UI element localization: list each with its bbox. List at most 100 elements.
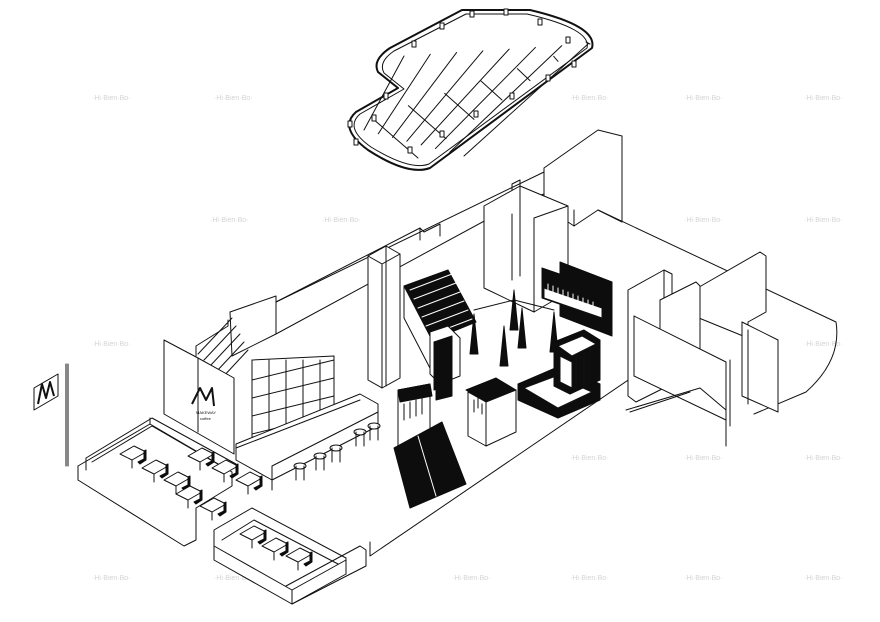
cone-display	[517, 307, 527, 349]
watermark-text: ·Hi·Bien·Bo·	[214, 575, 253, 582]
logo-tagline: coffee	[200, 416, 212, 421]
watermark-text: ·Hi·Bien·Bo·	[804, 575, 843, 582]
stair-step	[641, 405, 649, 409]
bar-stool-legs	[331, 447, 341, 463]
cone-display	[509, 289, 519, 331]
stair-step	[671, 395, 679, 399]
cone-wire	[473, 299, 555, 311]
watermark-text: ·Hi·Bien·Bo·	[452, 575, 491, 582]
cone-mannequins	[469, 289, 559, 367]
pendant-lamp	[509, 92, 515, 100]
watermark-text: ·Hi·Bien·Bo·	[92, 95, 131, 102]
watermark-text: ·Hi·Bien·Bo·	[570, 575, 609, 582]
cone-display	[499, 325, 509, 367]
bar-stool-seat	[353, 428, 367, 436]
bar-stool-legs	[369, 425, 379, 441]
pendant-lamp	[469, 10, 475, 18]
bar-stool-seat	[313, 452, 327, 460]
ceiling-grid-line	[585, 41, 591, 45]
bar-stool-seat	[293, 462, 307, 470]
cafe-tables	[119, 445, 313, 571]
pendant-lamp	[407, 146, 413, 154]
pendant-lamp	[371, 114, 377, 122]
ceiling-grid-line	[444, 92, 475, 120]
ceiling-grid-line	[434, 46, 536, 150]
bar-stool-legs	[315, 455, 325, 471]
stair-step	[647, 403, 655, 407]
clothing-hangers	[547, 283, 594, 313]
bar-stools	[293, 422, 381, 481]
pendant-lamp	[473, 110, 479, 118]
watermark-text: ·Hi·Bien·Bo·	[322, 217, 361, 224]
pendant-lamp	[383, 92, 389, 100]
watermark-text: ·Hi·Bien·Bo·	[684, 575, 723, 582]
watermark-text: ·Hi·Bien·Bo·	[214, 95, 253, 102]
ceiling-grid-lines	[363, 41, 591, 159]
ceiling-grid-line	[449, 45, 563, 153]
ceiling-grid-line	[406, 50, 484, 142]
watermark-text: ·Hi·Bien·Bo·	[684, 455, 723, 462]
exterior-sign	[33, 363, 69, 467]
pendant-lamp	[565, 36, 571, 44]
stair-step	[635, 407, 643, 411]
cafe-chair	[253, 475, 263, 491]
stair-step	[629, 409, 637, 413]
pendant-lamp	[411, 40, 417, 48]
watermark-text: ·Hi·Bien·Bo·	[92, 341, 131, 348]
logo-badge: MAKEWAY coffee	[191, 387, 216, 421]
retail-display-area	[393, 261, 613, 509]
display-slat	[425, 309, 469, 327]
cone-display	[469, 313, 479, 355]
pendant-lamp	[537, 18, 543, 26]
cafe-chair	[193, 489, 203, 505]
shelf-board	[251, 395, 335, 417]
ceiling-grid-line	[392, 52, 458, 138]
shelf-board	[251, 377, 335, 399]
building-shell	[195, 129, 838, 557]
ceiling-grid-line	[420, 48, 510, 146]
bar-stool-legs	[355, 431, 365, 447]
ceiling-grid-line	[377, 53, 431, 135]
pendant-lamp	[545, 74, 551, 82]
cafe-table	[235, 471, 263, 487]
cafe-chair	[159, 463, 169, 479]
watermark-text: ·Hi·Bien·Bo·	[804, 95, 843, 102]
bar-stool-seat	[367, 422, 381, 430]
bar-stool-seat	[329, 444, 343, 452]
cafe-chair	[205, 451, 215, 467]
watermark-text: ·Hi·Bien·Bo·	[210, 217, 249, 224]
watermark-text: ·Hi·Bien·Bo·	[804, 341, 843, 348]
watermark-text: ·Hi·Bien·Bo·	[92, 575, 131, 582]
logo-mark-icon	[191, 387, 215, 407]
stair-step	[659, 399, 667, 403]
bar-stool-legs	[295, 465, 305, 481]
display-slat	[409, 273, 453, 291]
ceiling-pendant-lamps	[347, 8, 577, 154]
cafe-chair	[303, 551, 313, 567]
cafe-chair	[257, 529, 267, 545]
ceiling-lighting-grid	[347, 8, 594, 171]
watermark-text: ·Hi·Bien·Bo·	[570, 455, 609, 462]
cafe-seating-area: MAKEWAY coffee	[77, 339, 381, 605]
right-stair	[629, 391, 691, 413]
watermark-text: ·Hi·Bien·Bo·	[684, 217, 723, 224]
watermark-text: ·Hi·Bien·Bo·	[804, 217, 843, 224]
stair-step	[665, 397, 673, 401]
pendant-lamp	[353, 138, 359, 146]
ceiling-grid-line	[553, 55, 559, 62]
pendant-lamp	[439, 130, 445, 138]
pendant-lamp	[347, 120, 353, 128]
cafe-chair	[279, 541, 289, 557]
shelf-board	[251, 359, 335, 381]
stair-step	[677, 393, 685, 397]
ceiling-grid-line	[463, 43, 589, 157]
display-slat	[417, 291, 461, 309]
logo-wordmark: MAKEWAY	[196, 410, 216, 415]
cafe-chair	[229, 463, 239, 479]
display-slat	[421, 300, 465, 318]
cafe-chair	[217, 501, 227, 517]
pendant-lamp	[571, 60, 577, 68]
ceiling-grid-line	[480, 80, 503, 101]
pendant-lamp	[503, 8, 509, 16]
